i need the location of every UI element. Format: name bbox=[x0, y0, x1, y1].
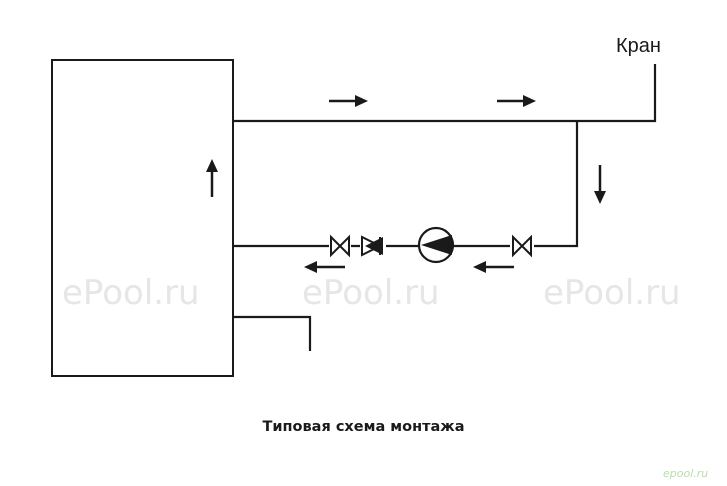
pump-icon bbox=[417, 226, 455, 264]
watermark-left: ePool.ru bbox=[62, 273, 200, 313]
tank bbox=[51, 59, 234, 377]
return-pipe bbox=[233, 121, 579, 248]
flow-arrow-icon bbox=[304, 261, 345, 273]
tap-label: Кран bbox=[616, 35, 661, 57]
drain-pipe bbox=[233, 315, 312, 351]
watermark-group: ePool.ru ePool.ru ePool.ru bbox=[62, 273, 681, 313]
valve-icon bbox=[510, 234, 534, 258]
watermark-right: ePool.ru bbox=[543, 273, 681, 313]
supply-pipe bbox=[233, 64, 657, 123]
flow-arrow-icon bbox=[594, 165, 606, 204]
corner-watermark: epool.ru bbox=[663, 467, 708, 480]
check-valve-icon bbox=[360, 234, 386, 258]
flow-arrow-icon bbox=[329, 95, 368, 107]
watermark-center: ePool.ru bbox=[302, 273, 440, 313]
flow-arrow-icon bbox=[206, 159, 218, 197]
valve-icon bbox=[329, 234, 351, 258]
flow-arrow-icon bbox=[497, 95, 536, 107]
corner-watermark-text: epool.ru bbox=[663, 467, 708, 480]
flow-arrow-icon bbox=[473, 261, 514, 273]
diagram-caption: Типовая схема монтажа bbox=[262, 419, 465, 435]
